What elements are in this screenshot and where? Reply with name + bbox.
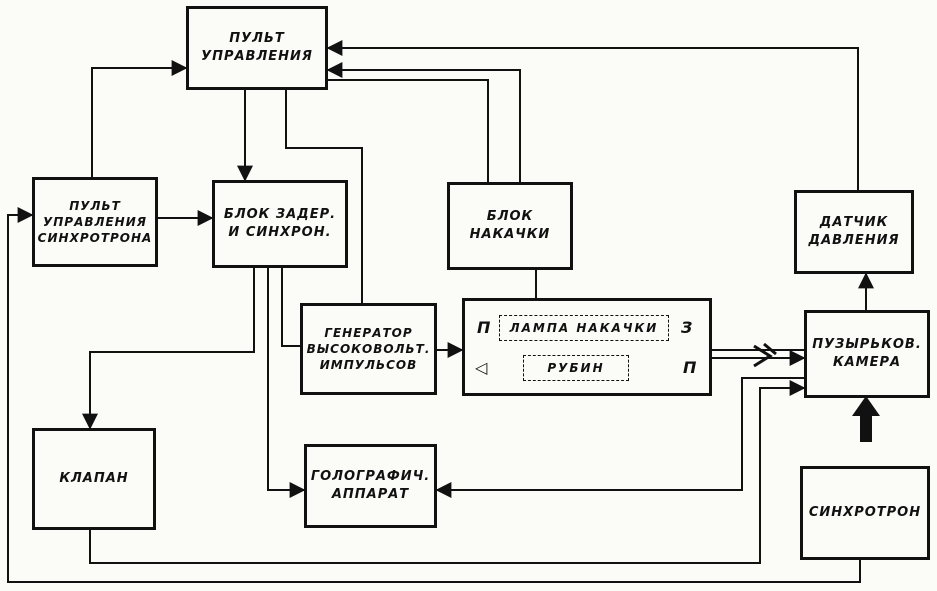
control-panel-line1: ПУЛЬТ <box>229 31 285 47</box>
line-delay-to-holo <box>267 268 306 498</box>
chamber-line1: ПУЗЫРЬКОВ. <box>812 337 922 353</box>
pump-block-line1: БЛОК <box>486 209 534 225</box>
pulse-generator-block: ГЕНЕРАТОР ВЫСОКОВОЛЬТ. ИМПУЛЬСОВ <box>300 303 437 395</box>
chamber-line2: КАМЕРА <box>832 355 902 370</box>
generator-line1: ГЕНЕРАТОР <box>324 325 413 340</box>
delay-block-line1: БЛОК ЗАДЕР. <box>223 207 337 223</box>
line-synchrotron-to-sync <box>7 207 861 583</box>
synchrotron-label: СИНХРОТРОН <box>808 505 922 521</box>
bubble-chamber-block: ПУЗЫРЬКОВ. КАМЕРА <box>804 310 930 398</box>
line-delay-to-valve <box>82 268 255 430</box>
laser-mark-right-top: З <box>681 318 694 337</box>
sync-panel-line3: СИНХРОТРОНА <box>37 231 153 246</box>
delay-sync-block: БЛОК ЗАДЕР. И СИНХРОН. <box>212 180 348 268</box>
line-control-to-pump <box>326 79 489 182</box>
sync-panel-line1: ПУЛЬТ <box>69 198 121 213</box>
ruby-rod: РУБИН <box>523 355 629 381</box>
line-pump-to-control <box>326 62 521 182</box>
valve-label: КЛАПАН <box>59 471 129 487</box>
holo-camera-block: ГОЛОГРАФИЧ. АППАРАТ <box>304 444 437 528</box>
laser-mark-right-bottom: П <box>683 358 698 377</box>
laser-mark-left-bottom: ◁ <box>475 358 489 377</box>
line-chamber-to-holo <box>435 377 804 498</box>
synchrotron-block: СИНХРОТРОН <box>800 466 930 560</box>
line-control-to-generator <box>285 88 363 303</box>
pump-block: БЛОК НАКАЧКИ <box>447 182 573 270</box>
pump-lamp: ЛАМПА НАКАЧКИ <box>499 315 669 341</box>
generator-line2: ВЫСОКОВОЛЬТ. <box>306 341 431 356</box>
synchrotron-beam-arrow <box>852 396 880 442</box>
line-valve-to-chamber <box>89 380 806 564</box>
pressure-sensor-block: ДАТЧИК ДАВЛЕНИЯ <box>794 190 914 274</box>
pump-block-line2: НАКАЧКИ <box>469 227 551 242</box>
line-sync-to-control <box>91 60 188 180</box>
generator-line3: ИМПУЛЬСОВ <box>319 358 418 373</box>
holo-line2: АППАРАТ <box>331 487 410 502</box>
line-delay-to-generator <box>281 268 302 347</box>
sensor-line2: ДАВЛЕНИЯ <box>808 233 900 248</box>
control-panel-line2: УПРАВЛЕНИЯ <box>201 49 313 64</box>
sync-panel-block: ПУЛЬТ УПРАВЛЕНИЯ СИНХРОТРОНА <box>32 177 158 267</box>
beam-mark <box>753 342 777 368</box>
sensor-line1: ДАТЧИК <box>819 215 889 231</box>
control-panel-block: ПУЛЬТ УПРАВЛЕНИЯ <box>186 6 328 90</box>
laser-mark-left-top: П <box>477 318 492 337</box>
line-sensor-to-control <box>326 40 859 190</box>
valve-block: КЛАПАН <box>32 428 156 530</box>
delay-block-line2: И СИНХРОН. <box>228 225 332 240</box>
holo-line1: ГОЛОГРАФИЧ. <box>310 469 431 485</box>
laser-head-block: ЛАМПА НАКАЧКИ РУБИН П З ◁ П <box>462 298 712 396</box>
sync-panel-line2: УПРАВЛЕНИЯ <box>42 214 147 229</box>
